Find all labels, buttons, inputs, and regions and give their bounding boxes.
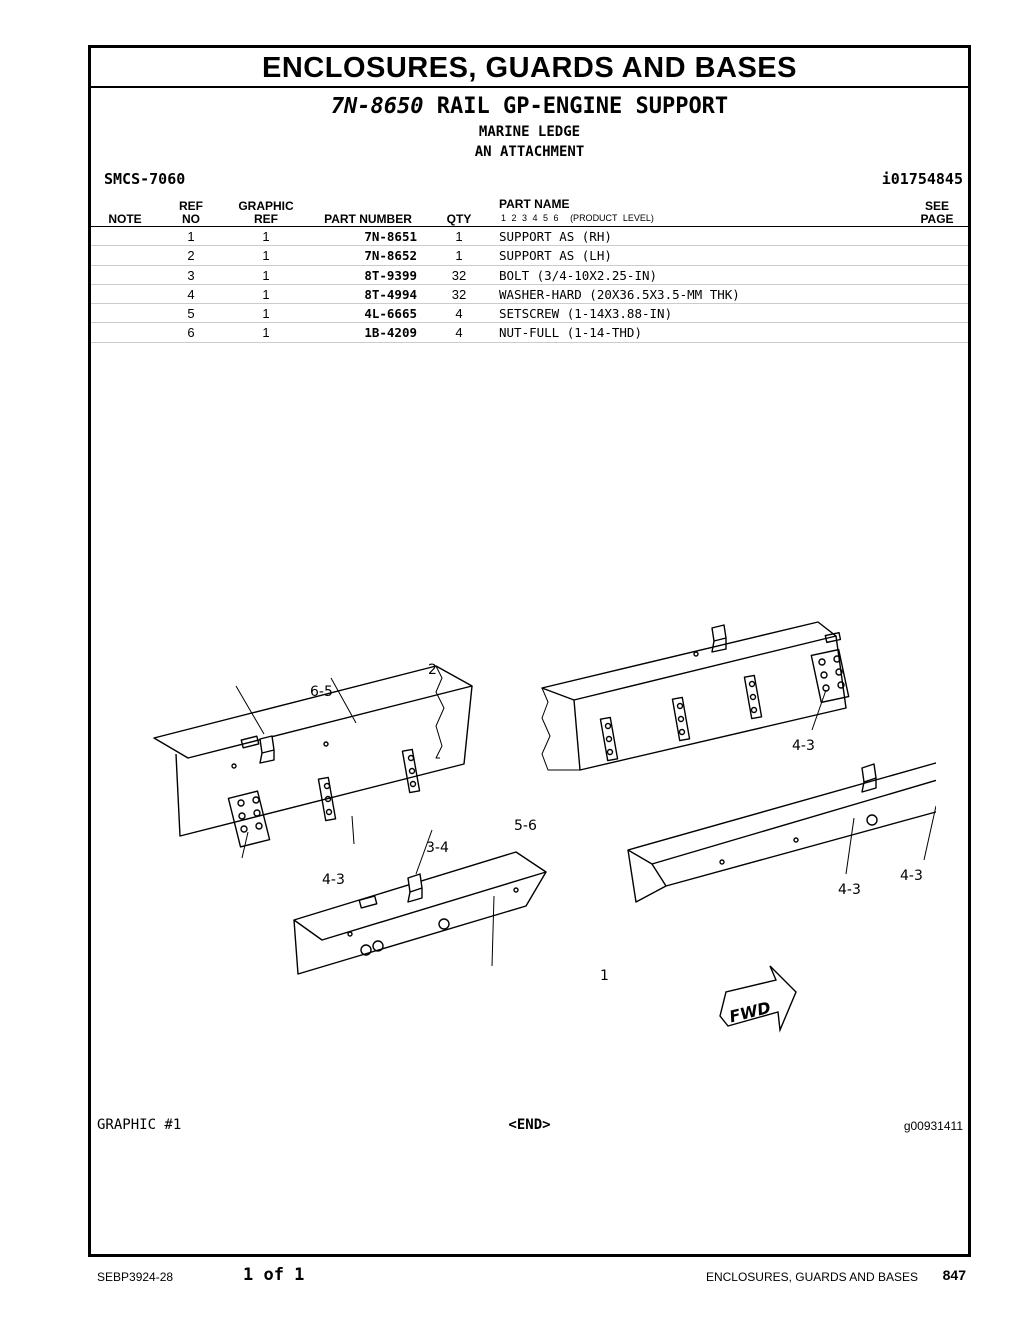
part-number: 1B-4209 (364, 325, 417, 341)
part-name: SUPPORT AS (LH) (499, 248, 612, 264)
ref-no: 2 (187, 248, 195, 264)
graphic-label: GRAPHIC #1 (97, 1117, 182, 1133)
lh-support-left-section (153, 665, 473, 848)
part-number: 8T-9399 (364, 267, 417, 283)
header-see-top: SEE (924, 199, 949, 213)
part-name: BOLT (3/4-10X2.25-IN) (499, 267, 658, 283)
rh-support-right-section (627, 762, 936, 903)
qty: 1 (455, 248, 463, 264)
header-see-page: SEE PAGE (912, 200, 962, 226)
part-number: 4L-6665 (364, 306, 417, 322)
part-name: WASHER-HARD (20X36.5X3.5-MM THK) (499, 286, 740, 302)
ref-no: 5 (187, 306, 195, 322)
callout-4-3: 4-3 (838, 882, 861, 898)
part-number: 8T-4994 (364, 286, 417, 302)
header-part-name: PART NAME (499, 197, 570, 211)
footer-page-number: 847 (942, 1267, 966, 1283)
forward-arrow-icon: FWD (719, 965, 797, 1033)
callout-4-3: 4-3 (900, 868, 923, 884)
callout-4-3: 4-3 (792, 738, 815, 754)
graphic-ref: 1 (262, 248, 270, 264)
header-graphic-ref: GRAPHIC REF (229, 200, 303, 226)
callout-5-6: 5-6 (514, 818, 537, 834)
page-frame: ENCLOSURES, GUARDS AND BASES 7N-8650 RAI… (88, 45, 971, 1257)
header-part-number: PART NUMBER (324, 212, 412, 226)
info-id: i01754845 (881, 170, 963, 188)
end-marker: <END> (508, 1117, 551, 1133)
callout-6-5: 6-5 (310, 684, 333, 700)
footer-page-of: 1 of 1 (243, 1265, 305, 1285)
qty: 4 (455, 306, 463, 322)
table-row: 4 1 8T-4994 32 WASHER-HARD (20X36.5X3.5-… (91, 285, 968, 305)
graphic-ref: 1 (262, 306, 270, 322)
header-qty: QTY (446, 212, 472, 226)
table-row: 5 1 4L-6665 4 SETSCREW (1-14X3.88-IN) (91, 304, 968, 324)
table-row: 1 1 7N-8651 1 SUPPORT AS (RH) (91, 227, 968, 247)
header-graphic-bottom: REF (254, 212, 278, 226)
table-header-divider (91, 226, 968, 227)
callout-1: 1 (600, 968, 609, 984)
callout-4-3: 4-3 (322, 872, 345, 888)
graphic-ref: 1 (262, 286, 270, 302)
subtitle-line-2: AN ATTACHMENT (474, 144, 585, 160)
ref-no: 3 (187, 267, 195, 283)
qty: 4 (455, 325, 463, 341)
smcs-code: SMCS-7060 (104, 170, 186, 188)
qty: 1 (455, 229, 463, 244)
header-see-bottom: PAGE (920, 212, 954, 226)
ref-no: 4 (187, 286, 195, 302)
rh-support-left-section (293, 851, 547, 975)
qty: 32 (451, 267, 467, 283)
subtitle-line-1: MARINE LEDGE (478, 124, 581, 140)
lh-support-right-section (541, 621, 850, 771)
graphic-ref: 1 (262, 229, 270, 244)
graphic-number: g00931411 (903, 1119, 963, 1133)
footer-section: ENCLOSURES, GUARDS AND BASES (705, 1270, 918, 1284)
part-name: NUT-FULL (1-14-THD) (499, 325, 642, 341)
product-levels: 1 2 3 4 5 6 (PRODUCT LEVEL) (501, 213, 654, 223)
part-number: 7N-8651 (364, 229, 417, 244)
parts-drawing: FWD 2 6-5 4-3 3-4 4-3 5-6 1 4-3 4-3 (153, 621, 936, 1033)
qty: 32 (451, 286, 467, 302)
footer-doc-id: SEBP3924-28 (97, 1270, 174, 1284)
callout-3-4: 3-4 (426, 840, 449, 856)
group-name: RAIL GP-ENGINE SUPPORT (436, 94, 729, 119)
group-part-number: 7N-8650 (330, 94, 424, 119)
ref-no: 6 (187, 325, 195, 341)
callout-leaders (235, 677, 936, 967)
parts-table: 1 1 7N-8651 1 SUPPORT AS (RH) 2 1 7N-865… (91, 227, 968, 343)
table-row: 3 1 8T-9399 32 BOLT (3/4-10X2.25-IN) (91, 266, 968, 285)
part-name: SETSCREW (1-14X3.88-IN) (499, 306, 673, 322)
part-number: 7N-8652 (364, 248, 417, 264)
graphic-ref: 1 (262, 325, 270, 341)
header-ref-top: REF (179, 199, 203, 213)
level-numbers: 1 2 3 4 5 6 (501, 213, 559, 223)
title-divider (91, 86, 968, 88)
part-name: SUPPORT AS (RH) (499, 229, 612, 244)
graphic-ref: 1 (262, 267, 270, 283)
table-row: 2 1 7N-8652 1 SUPPORT AS (LH) (91, 246, 968, 266)
header-note: NOTE (108, 212, 142, 226)
ref-no: 1 (187, 229, 195, 244)
product-level-label: (PRODUCT LEVEL) (570, 213, 654, 223)
callout-2: 2 (428, 662, 437, 678)
page-title: ENCLOSURES, GUARDS AND BASES (262, 52, 797, 84)
table-row: 6 1 1B-4209 4 NUT-FULL (1-14-THD) (91, 323, 968, 343)
header-ref-bottom: NO (182, 212, 200, 226)
header-graphic-top: GRAPHIC (238, 199, 294, 213)
header-ref-no: REF NO (171, 200, 211, 226)
group-title: 7N-8650 RAIL GP-ENGINE SUPPORT (91, 94, 968, 119)
